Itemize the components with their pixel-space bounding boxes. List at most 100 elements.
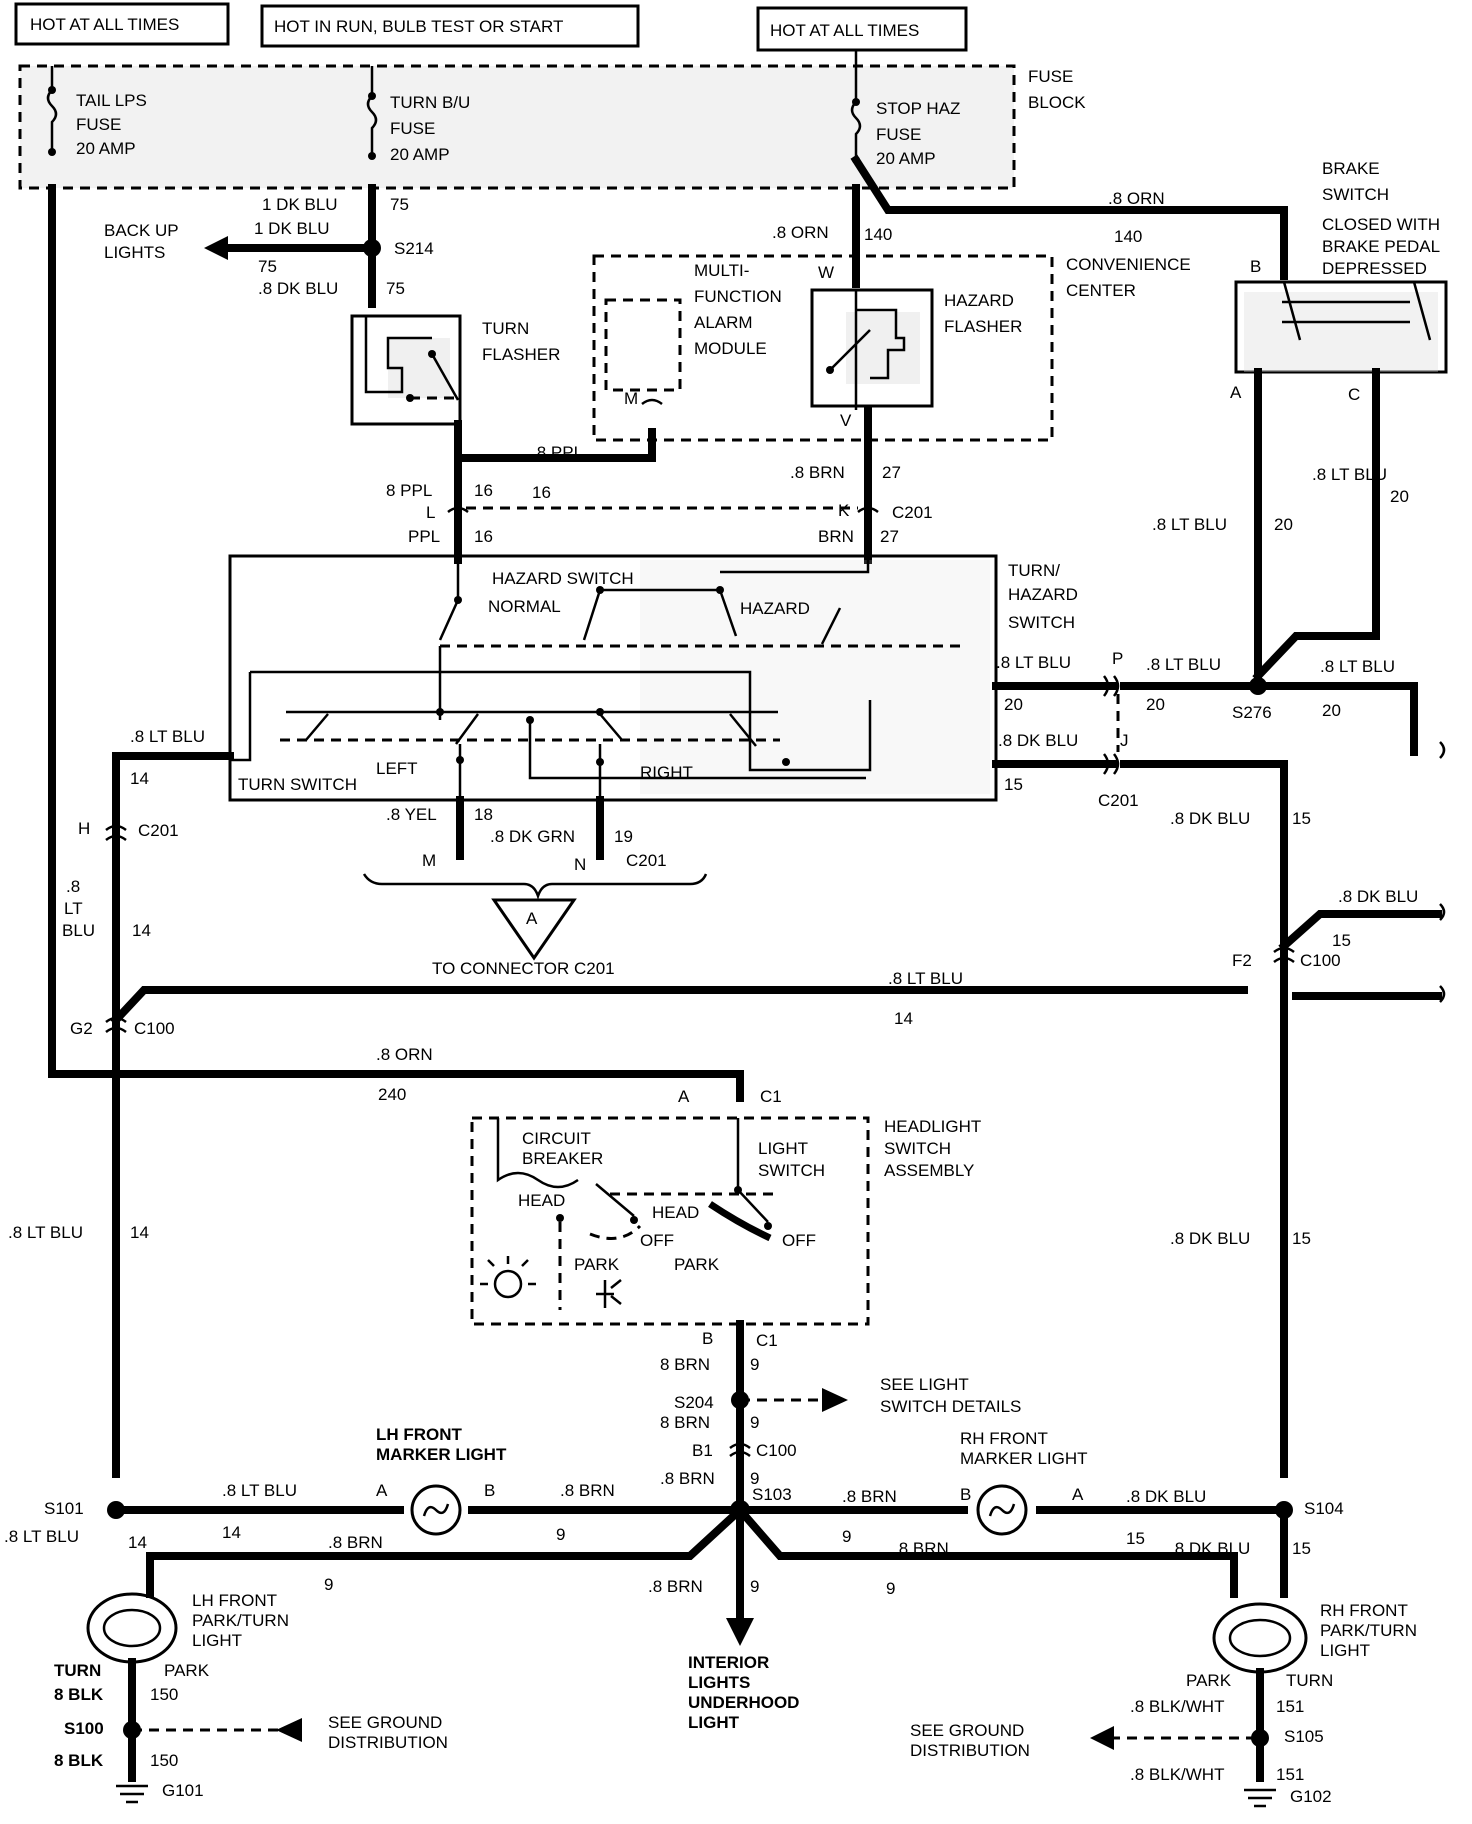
lh-park-pin-label: PARK xyxy=(164,1661,210,1680)
wire-orn-240-circuit: 240 xyxy=(378,1085,406,1104)
circuit-14-e: 14 xyxy=(128,1533,147,1552)
rh-ground-arrow-icon xyxy=(1090,1726,1114,1750)
rh-park-label-2: PARK/TURN xyxy=(1320,1621,1417,1640)
circuit-150-b: 150 xyxy=(150,1751,178,1770)
rh-see-ground-1: SEE GROUND xyxy=(910,1721,1024,1740)
splice-s104-label: S104 xyxy=(1304,1499,1344,1518)
turn-switch-label: TURN SWITCH xyxy=(238,775,357,794)
turn-wiring-lower xyxy=(230,672,866,800)
light-switch-label-2: SWITCH xyxy=(758,1161,825,1180)
pin-a-lh-marker: A xyxy=(376,1481,388,1500)
lh-park-label-2: PARK/TURN xyxy=(192,1611,289,1630)
circuit-9-g: 9 xyxy=(886,1579,895,1598)
wire-dk-blu-label-rh: .8 DK BLU xyxy=(1126,1487,1206,1506)
circuit-16-b: 16 xyxy=(474,481,493,500)
circuit-15-d: 15 xyxy=(1126,1529,1145,1548)
lh-ground-arrow-icon xyxy=(276,1718,302,1742)
circuit-19: 19 xyxy=(614,827,633,846)
tail-fuse-label-1: TAIL LPS xyxy=(76,91,147,110)
splice-s103-label: S103 xyxy=(752,1485,792,1504)
brake-switch-label-3: CLOSED WITH xyxy=(1322,215,1440,234)
turn-hazard-switch-box xyxy=(228,554,998,802)
wire-lt-blu-label-lh: .8 LT BLU xyxy=(4,1527,79,1546)
pin-m-c201: M xyxy=(422,851,436,870)
mfam-box xyxy=(604,298,682,392)
circuit-9-d: 9 xyxy=(556,1525,565,1544)
connector-a-letter: A xyxy=(526,909,538,928)
park-label-b: PARK xyxy=(674,1255,720,1274)
c100-label-f2: C100 xyxy=(1300,951,1341,970)
mfam-label-4: MODULE xyxy=(694,339,767,358)
wire-lt-blu-label-s276: .8 LT BLU xyxy=(1146,655,1221,674)
wire-brn-label-g: .8 BRN xyxy=(842,1487,897,1506)
wire-lt-blu-a: .8 xyxy=(66,877,80,896)
pin-l: L xyxy=(426,503,435,522)
lh-marker-lamp xyxy=(410,1484,462,1536)
wire-brn-label-e: .8 BRN xyxy=(660,1469,715,1488)
stop-fuse-label-3: 20 AMP xyxy=(876,149,936,168)
interior-label-4: LIGHT xyxy=(688,1713,740,1732)
wire-orn-label-a: .8 ORN xyxy=(772,223,829,242)
wire-orn-240 xyxy=(48,184,744,1102)
rh-turn-label: TURN xyxy=(1286,1671,1333,1690)
wire-dk-blu-8-label-a: .8 DK BLU xyxy=(258,279,338,298)
wire-lt-blu-label-c: .8 LT BLU xyxy=(1312,465,1387,484)
wire-dk-blu-label-mid: .8 DK BLU xyxy=(1170,1229,1250,1248)
pin-c-brake: C xyxy=(1348,385,1360,404)
rh-ground-icon xyxy=(1244,1788,1276,1808)
see-light-label-1: SEE LIGHT xyxy=(880,1375,969,1394)
circuit-15-e: 15 xyxy=(1292,1539,1311,1558)
rh-see-ground-2: DISTRIBUTION xyxy=(910,1741,1030,1760)
ground-g101-label: G101 xyxy=(162,1781,204,1800)
lh-park-label-1: LH FRONT xyxy=(192,1591,277,1610)
bracket-c201 xyxy=(362,873,708,900)
wire-dk-blu-15-right xyxy=(1278,910,1442,952)
turn-node-3 xyxy=(596,708,604,716)
hazard-flasher-contact xyxy=(829,329,871,371)
turn-flasher-node-2 xyxy=(406,394,414,402)
turn-fuse-label-2: FUSE xyxy=(390,119,435,138)
fuse-block-label-2: BLOCK xyxy=(1028,93,1086,112)
tail-fuse-label-2: FUSE xyxy=(76,115,121,134)
pin-b1: B1 xyxy=(692,1441,713,1460)
pin-h: H xyxy=(78,819,90,838)
tail-fuse-terminal-bottom xyxy=(48,148,56,156)
normal-label: NORMAL xyxy=(488,597,561,616)
wire-lt-blu-label-14a: .8 LT BLU xyxy=(130,727,205,746)
circuit-9-e: 9 xyxy=(842,1527,851,1546)
turn-node-5 xyxy=(596,758,604,766)
lh-ground-icon xyxy=(116,1784,148,1804)
header-box-hot-2 xyxy=(756,6,968,52)
headlight-switch-label-3: ASSEMBLY xyxy=(884,1161,974,1180)
turn-flasher-contact xyxy=(430,353,460,401)
tail-fuse-terminal-top xyxy=(48,86,56,94)
wire-lt-blu-14 xyxy=(112,752,234,1478)
wire-orn-140-brake xyxy=(850,154,1288,280)
rh-marker-label-1: RH FRONT xyxy=(960,1429,1048,1448)
pin-b-brake: B xyxy=(1250,257,1261,276)
circuit-27-a: 27 xyxy=(882,463,901,482)
hazard-flasher-label-1: HAZARD xyxy=(944,291,1014,310)
pin-p: P xyxy=(1112,649,1123,668)
circuit-20-d: 20 xyxy=(1146,695,1165,714)
header-box-hot-1 xyxy=(14,2,230,46)
pin-b-rh-marker: B xyxy=(960,1485,971,1504)
connector-j-symbol xyxy=(1102,753,1120,775)
hazard-flasher-element xyxy=(856,308,906,380)
light-switch-label-1: LIGHT xyxy=(758,1139,808,1158)
fuse-block-shade xyxy=(20,66,1014,188)
ground-g102-label: G102 xyxy=(1290,1787,1332,1806)
circuit-20-c: 20 xyxy=(1004,695,1023,714)
wire-blk-wht-label-b: .8 BLK/WHT xyxy=(1130,1765,1224,1784)
stop-fuse-label-2: FUSE xyxy=(876,125,921,144)
interior-label-1: INTERIOR xyxy=(688,1653,769,1672)
splice-s101-label: S101 xyxy=(44,1499,84,1518)
back-up-arrow-icon xyxy=(204,236,228,260)
circuit-15-f: 15 xyxy=(1292,1229,1311,1248)
wire-brn-label-c: 8 BRN xyxy=(660,1355,710,1374)
convenience-center-outline xyxy=(592,254,1054,442)
turn-flasher-label-1: TURN xyxy=(482,319,529,338)
wire-brn-label-f: .8 BRN xyxy=(560,1481,615,1500)
brake-switch-box xyxy=(1234,280,1448,374)
